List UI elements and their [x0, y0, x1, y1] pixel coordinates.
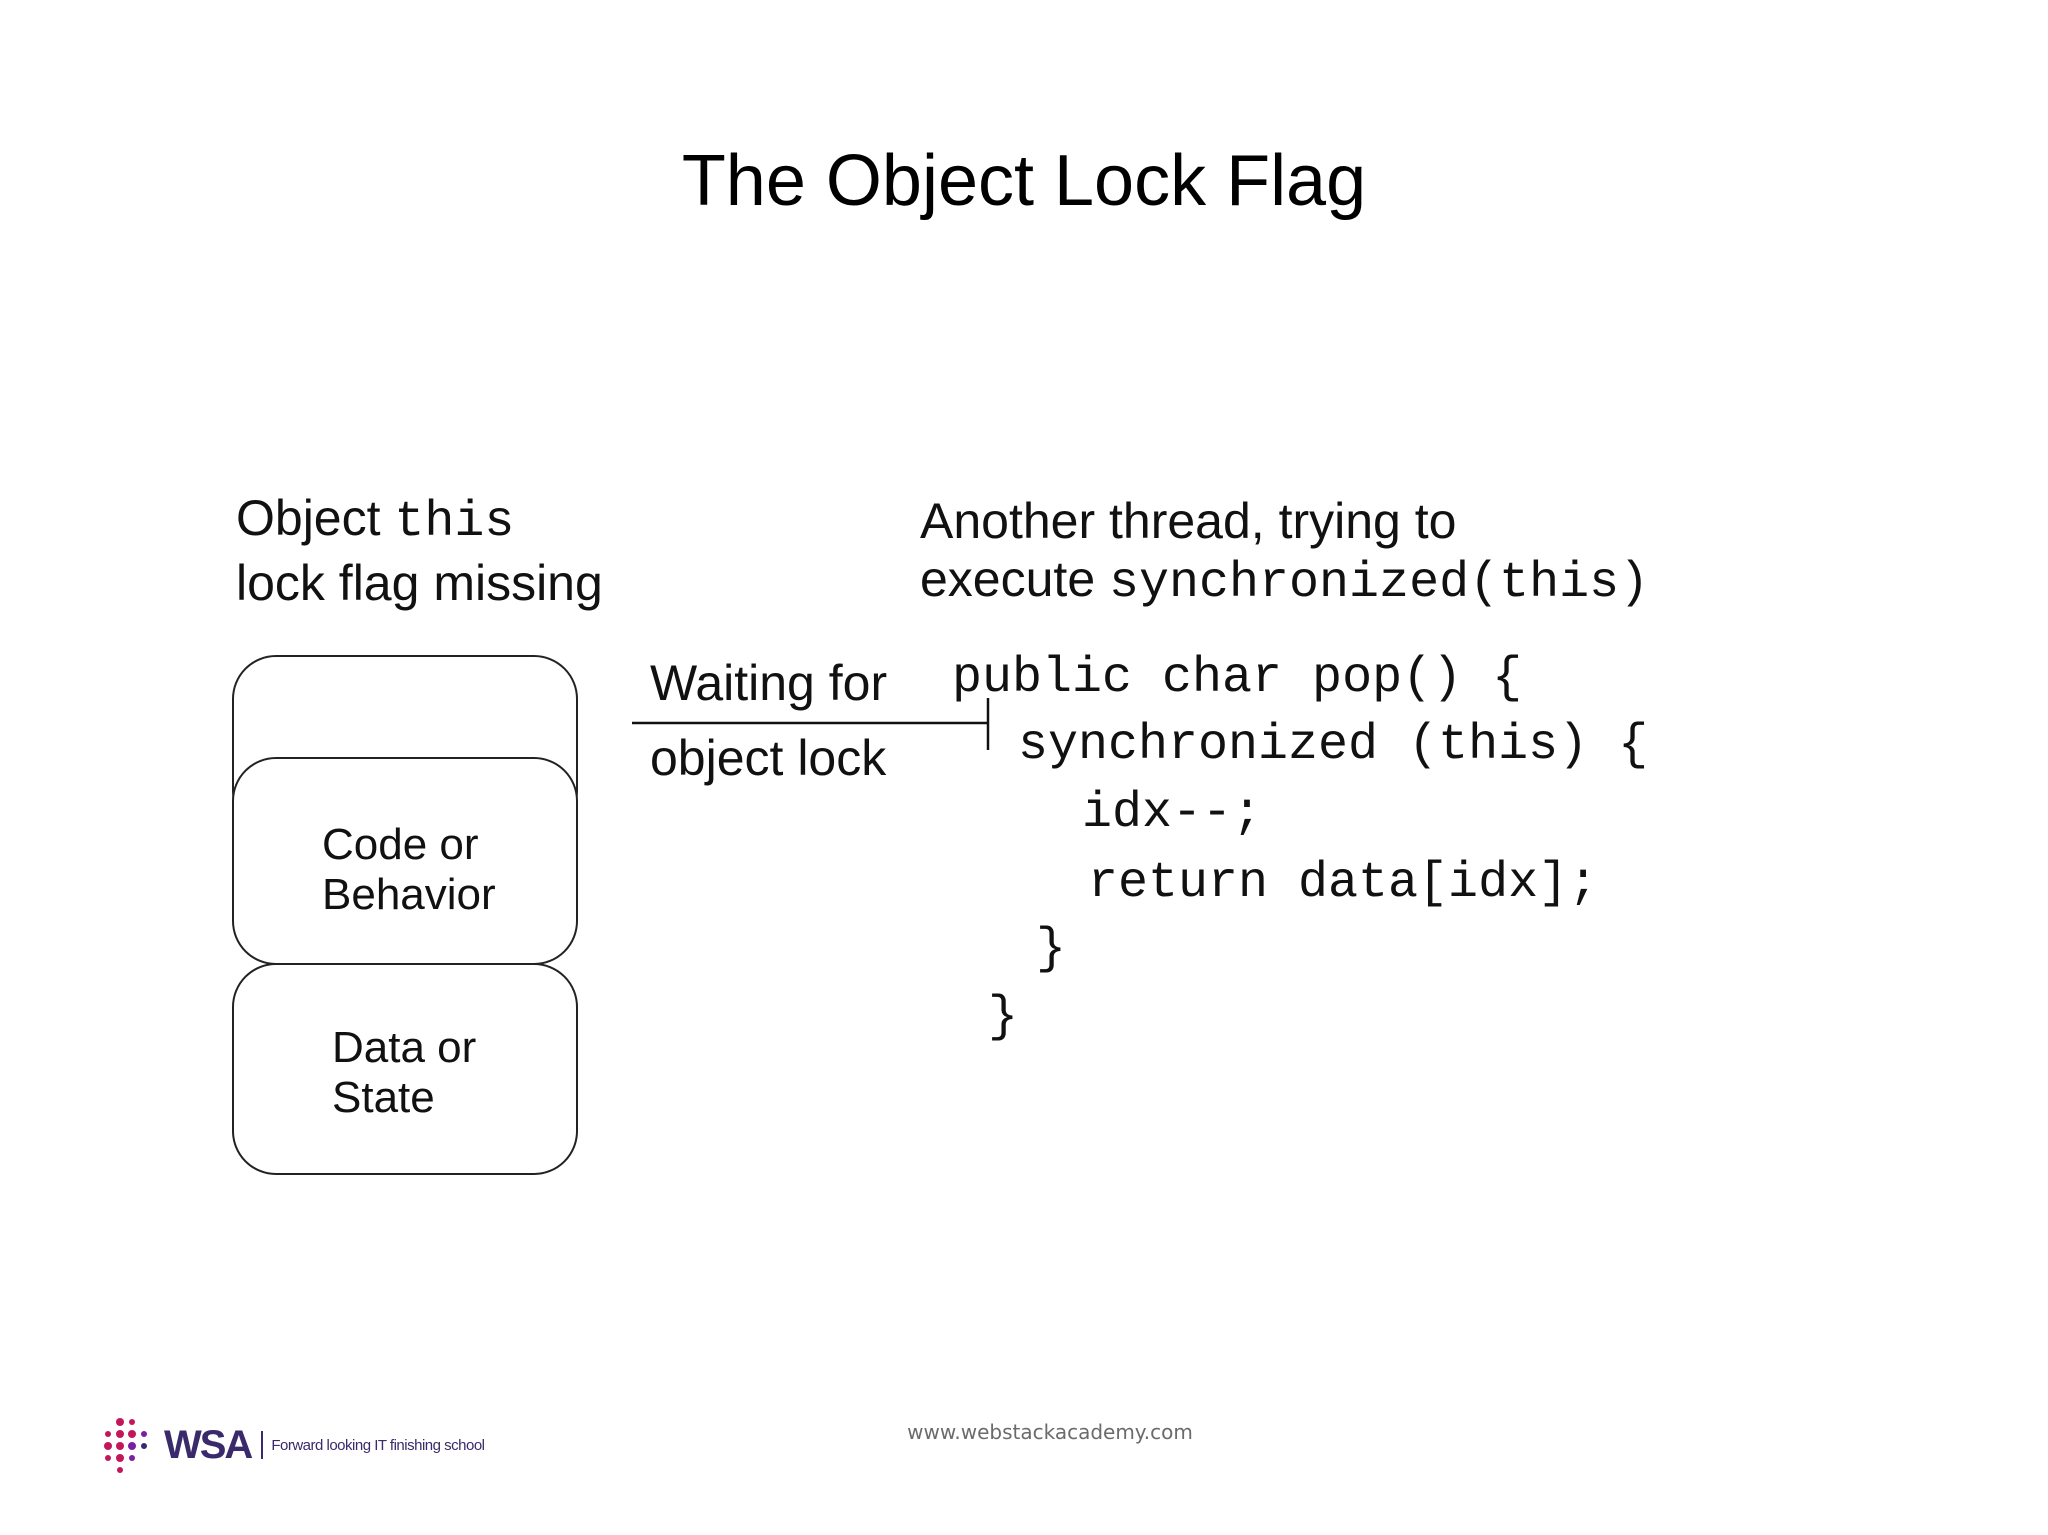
wsa-logo: WSA Forward looking IT finishing school [100, 1415, 485, 1475]
logo-tagline: Forward looking IT finishing school [271, 1436, 485, 1454]
thread-heading-line1: Another thread, trying to [920, 493, 1457, 549]
logo-dots-icon [104, 1418, 147, 1473]
object-heading-code: this [394, 494, 515, 551]
stack-code-label-line1: Code or [322, 820, 479, 869]
thread-heading: Another thread, trying to execute synchr… [920, 492, 1649, 613]
thread-heading-code: synchronized(this) [1109, 555, 1650, 612]
waiting-label-line1: Waiting for [650, 655, 888, 711]
stack-code-label-line2: Behavior [322, 870, 496, 919]
code-line-5: } [1036, 921, 1067, 978]
footer-url: www.webstackacademy.com [907, 1420, 1193, 1444]
stack-data-label: Data or State [332, 1023, 476, 1123]
code-line-3: idx--; [1082, 785, 1263, 842]
stack-data-label-line1: Data or [332, 1023, 477, 1072]
object-stack: Code or Behavior Data or State [232, 655, 582, 1175]
thread-heading-prefix: execute [920, 551, 1110, 607]
logo-name: WSA [164, 1422, 253, 1467]
code-line-2: synchronized (this) { [1018, 717, 1649, 774]
stack-data-segment [232, 963, 578, 1175]
stack-code-label: Code or Behavior [322, 820, 496, 920]
stack-data-label-line2: State [332, 1073, 435, 1122]
thread-heading-line2: execute synchronized(this) [920, 550, 1649, 613]
object-heading-line2: lock flag missing [236, 555, 603, 611]
slide-title: The Object Lock Flag [681, 141, 1367, 221]
waiting-label-line2: object lock [650, 730, 887, 786]
code-line-6: } [988, 989, 1019, 1046]
stack-code-segment [232, 757, 578, 965]
logo-separator [261, 1431, 264, 1459]
object-heading-line1: Object this [236, 488, 603, 553]
code-line-4: return data[idx]; [1088, 855, 1599, 912]
code-line-1: public char pop() { [952, 650, 1523, 707]
object-heading: Object this lock flag missing [236, 488, 603, 613]
object-heading-prefix: Object [236, 490, 395, 546]
